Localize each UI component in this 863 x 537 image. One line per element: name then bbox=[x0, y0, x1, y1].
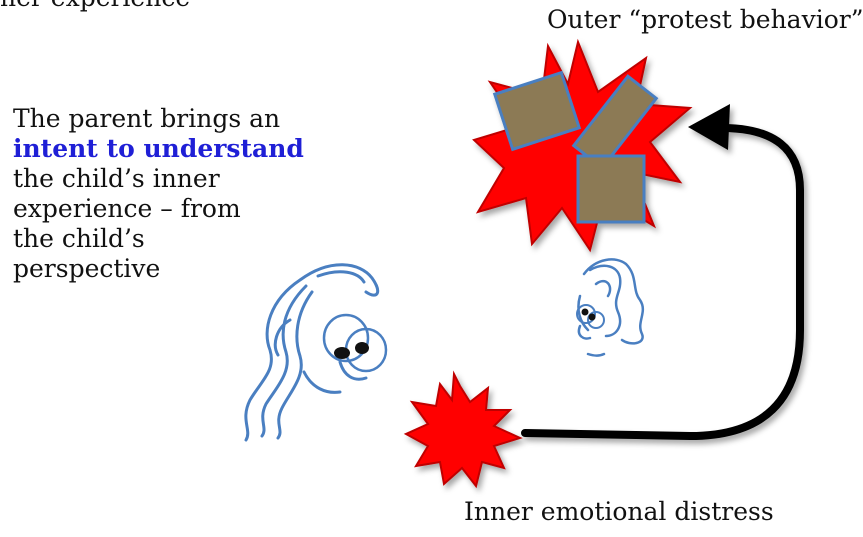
intent-line: perspective bbox=[13, 254, 304, 284]
inner-distress-burst bbox=[406, 374, 520, 486]
intent-highlight: intent to understand bbox=[13, 134, 304, 164]
intent-line: the child’s inner bbox=[13, 164, 304, 194]
intent-description: The parent brings an intent to understan… bbox=[13, 104, 304, 284]
block-icon bbox=[578, 156, 644, 222]
inner-distress-label: Inner emotional distress bbox=[464, 497, 774, 527]
parent-pupil-icon bbox=[334, 347, 350, 359]
outer-behavior-label: Outer “protest behavior” bbox=[547, 5, 863, 35]
parent-mouth-icon bbox=[304, 372, 340, 392]
child-face-sketch bbox=[577, 259, 643, 355]
child-pupil-icon bbox=[582, 309, 589, 316]
intent-line: the child’s bbox=[13, 224, 304, 254]
outer-behavior-burst bbox=[474, 42, 690, 250]
arrowhead-icon bbox=[688, 104, 730, 150]
parent-pupil-icon bbox=[355, 342, 369, 354]
heading-fragment: ner experience bbox=[0, 0, 190, 13]
child-hair-icon bbox=[578, 259, 642, 343]
intent-line: The parent brings an bbox=[13, 104, 304, 134]
star-burst-icon bbox=[406, 374, 520, 486]
intent-line: experience – from bbox=[13, 194, 304, 224]
child-pupil-icon bbox=[589, 314, 596, 321]
child-mouth-icon bbox=[588, 354, 604, 356]
parent-face-sketch bbox=[246, 265, 386, 440]
